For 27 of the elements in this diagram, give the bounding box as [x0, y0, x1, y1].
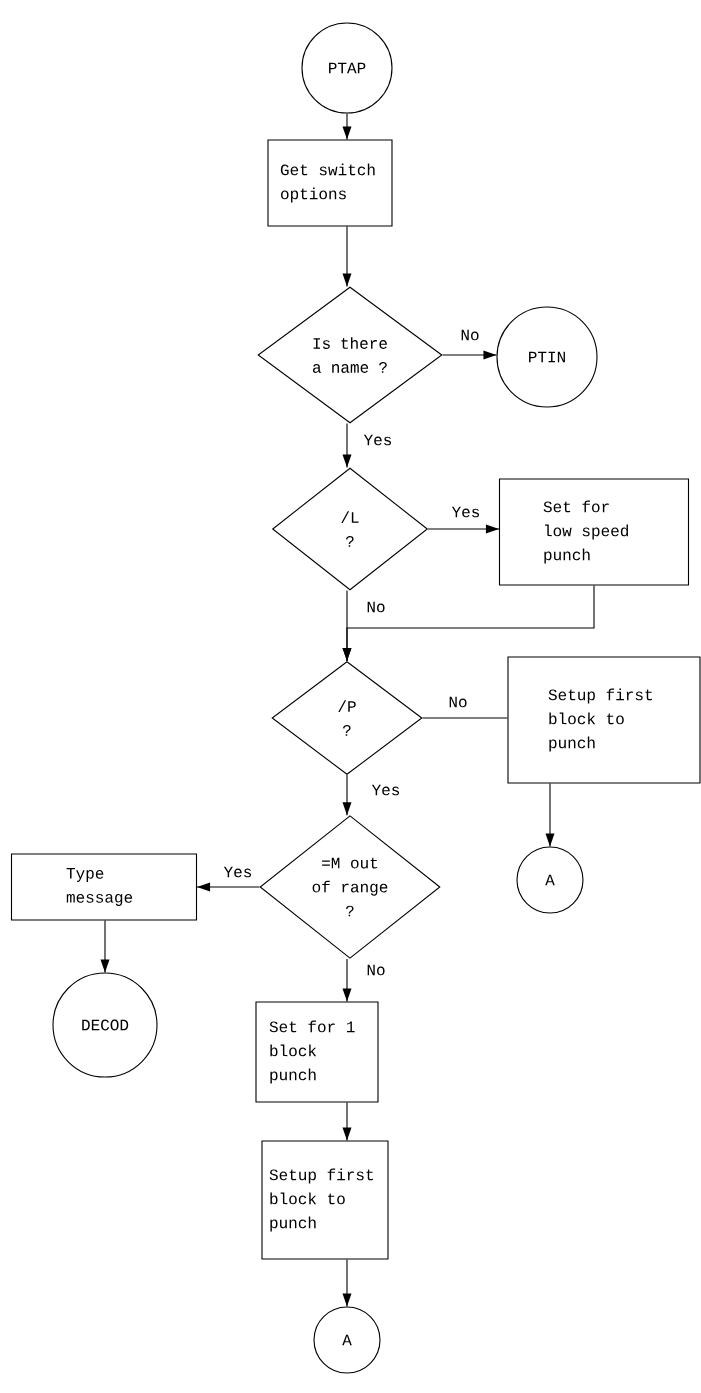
process-box: Type message — [10, 853, 198, 921]
arrow — [342, 774, 352, 816]
arrow — [427, 524, 500, 534]
arrow — [545, 783, 555, 847]
process-box: Get switch options — [267, 139, 393, 227]
edge-label: Yes — [370, 783, 402, 797]
process-box: Setup first block to punch — [261, 1140, 389, 1260]
process-box: Set for low speed punch — [498, 478, 690, 586]
arrow — [342, 1102, 352, 1141]
arrow — [100, 920, 110, 973]
arrow — [342, 585, 595, 662]
edge-label: No — [365, 600, 387, 614]
process-box: Set for 1 block punch — [255, 1001, 379, 1103]
arrow — [196, 882, 260, 892]
process-box: Setup first block to punch — [507, 656, 701, 784]
edge-label: No — [365, 963, 387, 977]
arrow — [342, 113, 352, 140]
edge-label: Yes — [362, 433, 394, 447]
edge-label: No — [447, 695, 469, 709]
arrow — [342, 958, 352, 1002]
arrow — [342, 423, 352, 468]
edge-label: No — [459, 328, 481, 342]
edge-label: Yes — [222, 865, 254, 879]
edge-label: Yes — [450, 505, 482, 519]
arrow — [442, 350, 497, 360]
arrow — [342, 226, 352, 287]
arrow — [342, 1259, 352, 1307]
